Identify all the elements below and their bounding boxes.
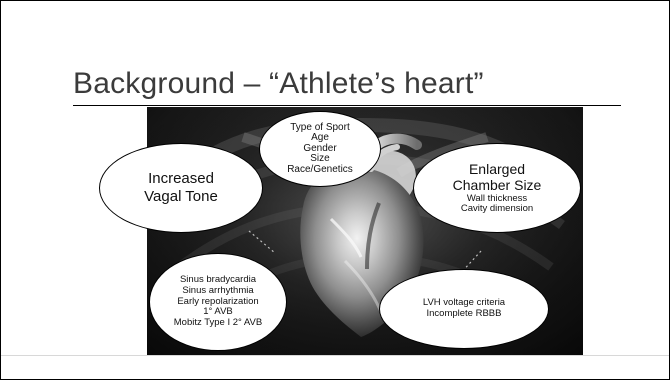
- ecg-line: Incomplete RBBB: [427, 309, 502, 320]
- chamber-size-ellipse: Enlarged Chamber Size Wall thickness Cav…: [413, 143, 581, 233]
- title-underline: [73, 105, 621, 106]
- slide-title: Background – “Athlete’s heart”: [73, 67, 484, 101]
- vagal-line: Vagal Tone: [144, 188, 218, 206]
- chamber-line: Enlarged: [469, 161, 525, 177]
- factor-ellipse-top: Type of Sport Age Gender Size Race/Genet…: [259, 111, 381, 187]
- rhythm-findings-ellipse: Sinus bradycardia Sinus arrhythmia Early…: [149, 253, 287, 351]
- rhythm-line: Mobitz Type I 2° AVB: [174, 318, 262, 329]
- chamber-line: Chamber Size: [453, 177, 542, 193]
- vagal-line: Increased: [148, 170, 214, 188]
- bottom-divider: [1, 355, 669, 356]
- factor-line: Race/Genetics: [287, 165, 353, 176]
- ecg-findings-ellipse: LVH voltage criteria Incomplete RBBB: [379, 269, 549, 349]
- vagal-tone-ellipse: Increased Vagal Tone: [99, 143, 263, 233]
- chamber-subline: Cavity dimension: [461, 204, 533, 215]
